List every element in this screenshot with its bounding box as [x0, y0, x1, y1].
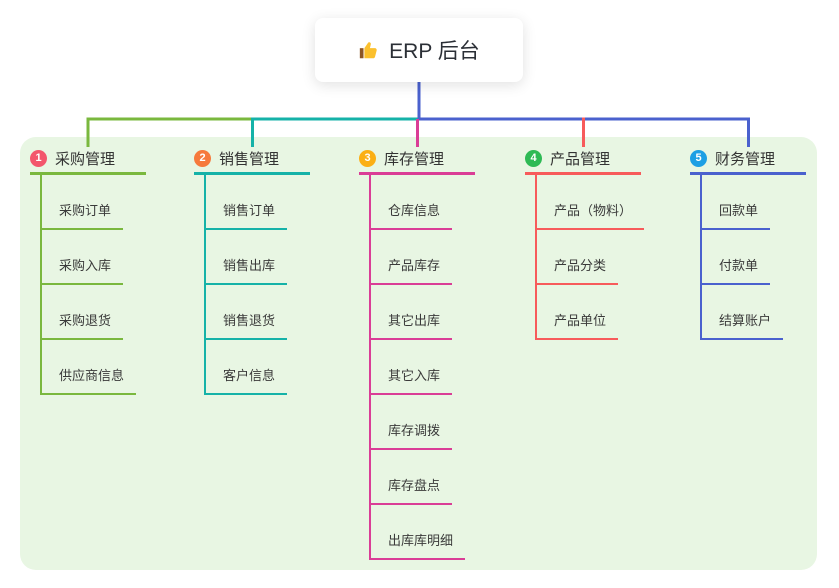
- child-label[interactable]: 结算账户: [702, 310, 784, 340]
- child-node: 销售出库: [206, 230, 344, 285]
- child-label[interactable]: 库存调拨: [371, 420, 453, 450]
- child-node: 其它入库: [371, 340, 509, 395]
- child-label[interactable]: 产品单位: [537, 310, 619, 340]
- branch-node-finance[interactable]: 5 财务管理: [690, 145, 806, 175]
- child-node: 销售订单: [206, 175, 344, 230]
- child-node: 产品（物料）: [537, 175, 675, 230]
- child-label[interactable]: 供应商信息: [42, 365, 137, 395]
- child-node: 结算账户: [702, 285, 839, 340]
- child-node: 回款单: [702, 175, 839, 230]
- branch-children: 采购订单 采购入库 采购退货 供应商信息: [40, 175, 180, 395]
- child-node: 出库库明细: [371, 505, 509, 560]
- child-node: 付款单: [702, 230, 839, 285]
- child-label[interactable]: 其它入库: [371, 365, 453, 395]
- branch-product: 4 产品管理 产品（物料） 产品分类 产品单位: [525, 145, 675, 340]
- child-node: 仓库信息: [371, 175, 509, 230]
- child-node: 销售退货: [206, 285, 344, 340]
- child-label[interactable]: 销售退货: [206, 310, 288, 340]
- branch-title: 库存管理: [384, 151, 445, 168]
- child-node: 供应商信息: [42, 340, 180, 395]
- branch-sales: 2 销售管理 销售订单 销售出库 销售退货 客户信息: [194, 145, 344, 395]
- branch-children: 产品（物料） 产品分类 产品单位: [535, 175, 675, 340]
- child-node: 产品库存: [371, 230, 509, 285]
- branch-children: 销售订单 销售出库 销售退货 客户信息: [204, 175, 344, 395]
- child-label[interactable]: 客户信息: [206, 365, 288, 395]
- branch-procurement: 1 采购管理 采购订单 采购入库 采购退货 供应商信息: [30, 145, 180, 395]
- branch-node-procurement[interactable]: 1 采购管理: [30, 145, 146, 175]
- child-node: 采购订单: [42, 175, 180, 230]
- root-node[interactable]: ERP 后台: [315, 18, 523, 82]
- branch-children: 回款单 付款单 结算账户: [700, 175, 839, 340]
- child-label[interactable]: 销售订单: [206, 200, 288, 230]
- child-node: 客户信息: [206, 340, 344, 395]
- child-label[interactable]: 产品库存: [371, 255, 453, 285]
- branch-node-product[interactable]: 4 产品管理: [525, 145, 641, 175]
- child-label[interactable]: 采购订单: [42, 200, 124, 230]
- branch-finance: 5 财务管理 回款单 付款单 结算账户: [690, 145, 839, 340]
- child-label[interactable]: 产品分类: [537, 255, 619, 285]
- child-label[interactable]: 产品（物料）: [537, 200, 645, 230]
- branch-number-badge: 5: [690, 150, 707, 167]
- branch-node-sales[interactable]: 2 销售管理: [194, 145, 310, 175]
- branch-number-badge: 4: [525, 150, 542, 167]
- child-label[interactable]: 出库库明细: [371, 530, 466, 560]
- child-node: 采购入库: [42, 230, 180, 285]
- branch-inventory: 3 库存管理 仓库信息 产品库存 其它出库 其它入库 库存调拨 库存盘点 出库库…: [359, 145, 509, 560]
- thumbs-up-icon: [360, 42, 377, 59]
- child-node: 库存盘点: [371, 450, 509, 505]
- child-node: 其它出库: [371, 285, 509, 340]
- branch-node-inventory[interactable]: 3 库存管理: [359, 145, 475, 175]
- child-label[interactable]: 仓库信息: [371, 200, 453, 230]
- child-label[interactable]: 其它出库: [371, 310, 453, 340]
- child-node: 产品单位: [537, 285, 675, 340]
- branch-title: 产品管理: [550, 151, 611, 168]
- branch-number-badge: 1: [30, 150, 47, 167]
- root-title: ERP 后台: [389, 40, 480, 63]
- branch-number-badge: 3: [359, 150, 376, 167]
- child-label[interactable]: 采购入库: [42, 255, 124, 285]
- child-node: 产品分类: [537, 230, 675, 285]
- branch-number-badge: 2: [194, 150, 211, 167]
- branch-title: 财务管理: [715, 151, 776, 168]
- child-node: 采购退货: [42, 285, 180, 340]
- branch-title: 销售管理: [219, 151, 280, 168]
- child-label[interactable]: 库存盘点: [371, 475, 453, 505]
- branch-children: 仓库信息 产品库存 其它出库 其它入库 库存调拨 库存盘点 出库库明细: [369, 175, 509, 560]
- child-label[interactable]: 付款单: [702, 255, 771, 285]
- child-label[interactable]: 采购退货: [42, 310, 124, 340]
- child-label[interactable]: 回款单: [702, 200, 771, 230]
- child-label[interactable]: 销售出库: [206, 255, 288, 285]
- branch-title: 采购管理: [55, 151, 116, 168]
- mindmap-panel: [20, 137, 817, 570]
- child-node: 库存调拨: [371, 395, 509, 450]
